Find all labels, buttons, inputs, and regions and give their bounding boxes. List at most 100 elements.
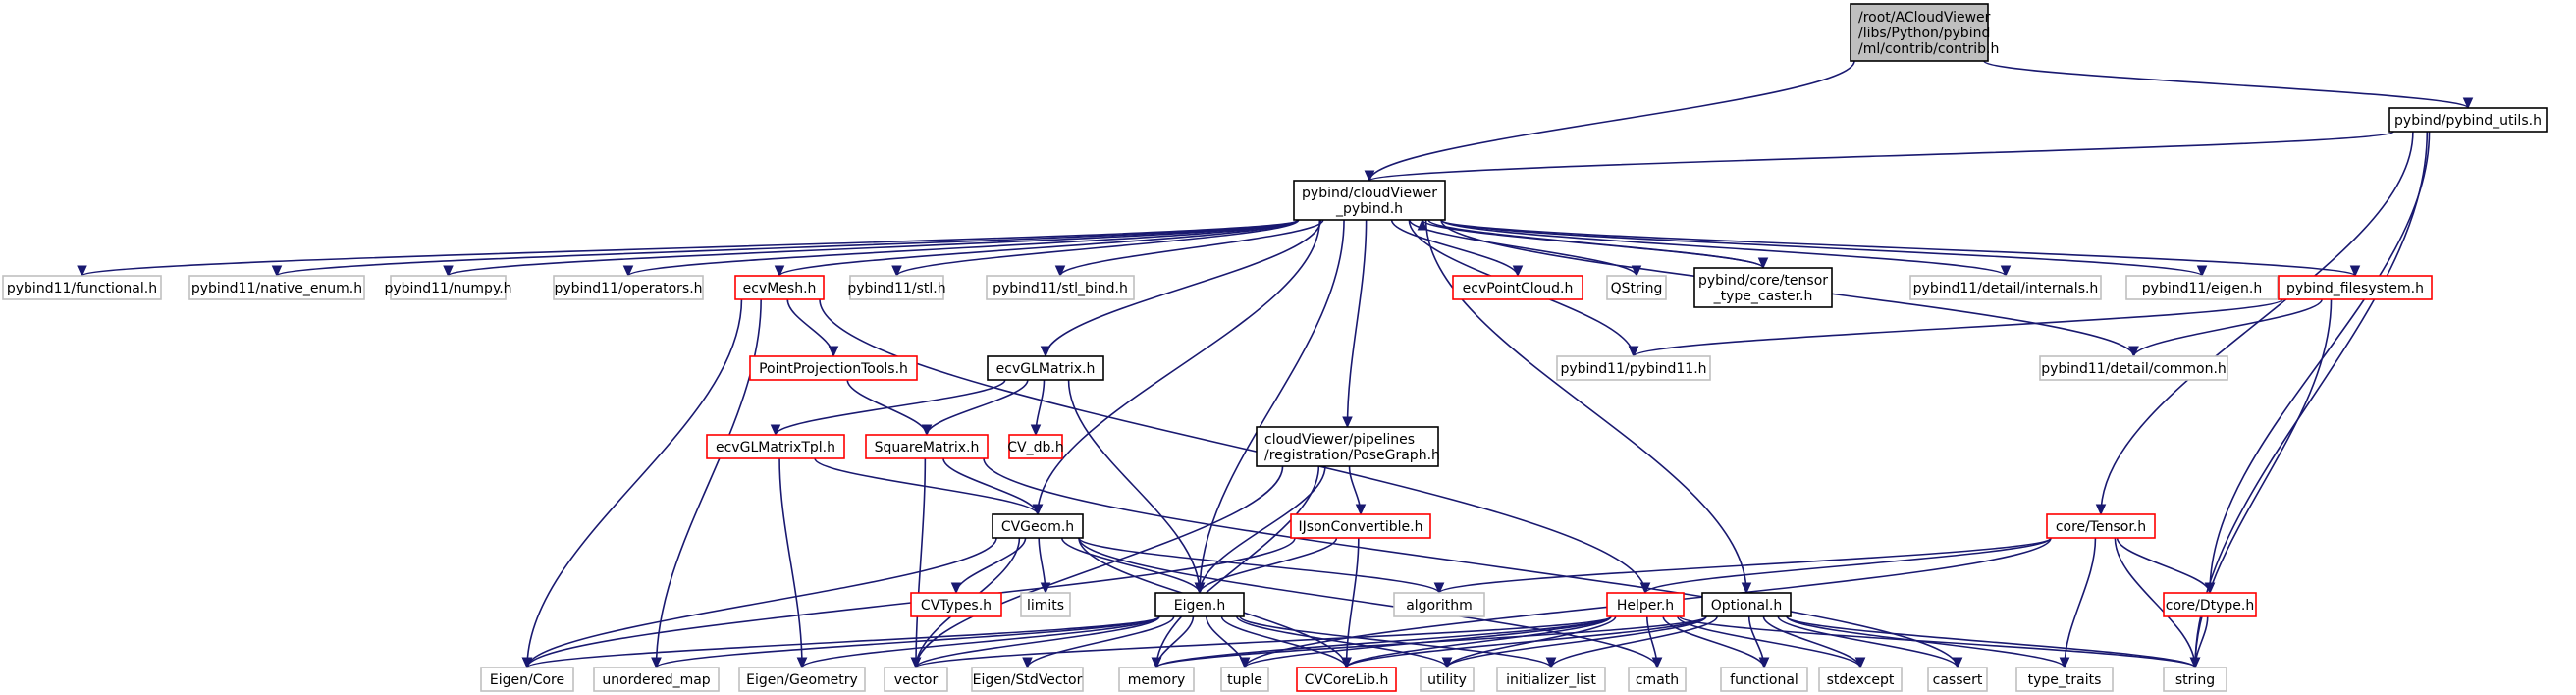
node-pointproj[interactable]: PointProjectionTools.h xyxy=(749,355,918,381)
node-box xyxy=(2039,355,2228,381)
node-eigenstdvector[interactable]: Eigen/StdVector xyxy=(971,667,1084,692)
node-ecvmesh[interactable]: ecvMesh.h xyxy=(734,275,825,300)
node-pb-operators[interactable]: pybind11/operators.h xyxy=(553,275,704,300)
node-label: core/Tensor.h xyxy=(2056,519,2146,535)
node-pybind-utils[interactable]: pybind/pybind_utils.h xyxy=(2388,107,2548,133)
edge-cv_pybind-to-ecvMesh xyxy=(778,219,1299,277)
arrowhead-icon xyxy=(1628,346,1639,358)
node-vector[interactable]: vector xyxy=(884,667,948,692)
node-ecvglmatrixtpl[interactable]: ecvGLMatrixTpl.h xyxy=(706,434,845,459)
node-memory[interactable]: memory xyxy=(1118,667,1195,692)
arrowhead-icon xyxy=(2189,657,2201,669)
node-posegraph[interactable]: cloudViewer/pipelines/registration/PoseG… xyxy=(1256,426,1440,467)
node-cmath[interactable]: cmath xyxy=(1628,667,1687,692)
arrowhead-icon xyxy=(2128,346,2139,358)
edge-EigenH-to-utility xyxy=(1236,615,1448,668)
node-box xyxy=(738,667,866,692)
node-tuple[interactable]: tuple xyxy=(1220,667,1269,692)
edge-EigenH-to-CVCoreLib xyxy=(1220,615,1348,668)
node-box xyxy=(2278,275,2433,300)
node-pybind-fs[interactable]: pybind_filesystem.h xyxy=(2278,275,2433,300)
node-pb-functional[interactable]: pybind11/functional.h xyxy=(2,275,162,300)
node-eigencore[interactable]: Eigen/Core xyxy=(480,667,574,692)
node-label: CVGeom.h xyxy=(1001,519,1074,535)
node-pb-numpy[interactable]: pybind11/numpy.h xyxy=(384,275,512,300)
node-initializer-list[interactable]: initializer_list xyxy=(1496,667,1606,692)
node-box xyxy=(2046,513,2156,539)
node-string[interactable]: string xyxy=(2163,667,2227,692)
node-tensor-caster[interactable]: pybind/core/tensor_type_caster.h xyxy=(1693,267,1833,308)
node-pb-pybind11[interactable]: pybind11/pybind11.h xyxy=(1556,355,1711,381)
node-optional[interactable]: Optional.h xyxy=(1701,592,1792,617)
node-pb-eigen[interactable]: pybind11/eigen.h xyxy=(2125,275,2279,300)
arrowhead-icon xyxy=(921,424,933,437)
node-box xyxy=(2,275,162,300)
node-utility[interactable]: utility xyxy=(1420,667,1475,692)
node-algorithm[interactable]: algorithm xyxy=(1393,592,1485,617)
edge-Optional-to-memory xyxy=(1155,615,1707,668)
node-cv-db[interactable]: CV_db.h xyxy=(1007,434,1064,459)
node-pb-native-enum[interactable]: pybind11/native_enum.h xyxy=(188,275,365,300)
edge-IJson-to-CVCoreLib xyxy=(1345,537,1360,668)
node-ecvglmatrix[interactable]: ecvGLMatrix.h xyxy=(987,355,1104,381)
node-label: pybind11/detail/internals.h xyxy=(1913,281,2099,296)
node-stdexcept[interactable]: stdexcept xyxy=(1818,667,1903,692)
node-eigenh[interactable]: Eigen.h xyxy=(1154,592,1245,617)
node-label: ecvPointCloud.h xyxy=(1463,281,1574,296)
edge-pybind_utils-to-Dtype xyxy=(2209,131,2431,594)
node-label: initializer_list xyxy=(1506,672,1596,688)
node-ecvpointcloud[interactable]: ecvPointCloud.h xyxy=(1452,275,1583,300)
edge-tensor_caster-to-cv_pybind xyxy=(1422,219,1764,269)
node-pb-common[interactable]: pybind11/detail/common.h xyxy=(2039,355,2228,381)
node-box xyxy=(1693,267,1833,308)
node-label: stdexcept xyxy=(1827,672,1895,688)
node-type-traits[interactable]: type_traits xyxy=(2015,667,2114,692)
node-label: pybind11/stl_bind.h xyxy=(993,281,1128,296)
node-qstring[interactable]: QString xyxy=(1606,275,1667,300)
node-box xyxy=(1420,667,1475,692)
arrowhead-icon xyxy=(1651,657,1663,669)
node-unordered-map[interactable]: unordered_map xyxy=(593,667,720,692)
node-limits[interactable]: limits xyxy=(1020,592,1071,617)
node-pb-stl[interactable]: pybind11/stl.h xyxy=(847,275,946,300)
arrowhead-icon xyxy=(443,265,454,278)
node-squarematrix[interactable]: SquareMatrix.h xyxy=(865,434,989,459)
node-box xyxy=(1606,275,1667,300)
node-pb-stl-bind[interactable]: pybind11/stl_bind.h xyxy=(986,275,1135,300)
node-functional[interactable]: functional xyxy=(1720,667,1808,692)
arrowhead-icon xyxy=(1342,416,1353,429)
node-helper[interactable]: Helper.h xyxy=(1606,592,1685,617)
arrowhead-icon xyxy=(1355,504,1367,516)
edge-Optional-to-cassert xyxy=(1777,615,1959,668)
node-dtype[interactable]: core/Dtype.h xyxy=(2163,592,2257,617)
node-cv-pybind[interactable]: pybind/cloudViewer_pybind.h xyxy=(1293,180,1446,221)
arrowhead-icon xyxy=(1639,582,1651,595)
arrowhead-icon xyxy=(2349,265,2361,278)
arrowhead-icon xyxy=(2196,265,2208,278)
node-box xyxy=(849,275,944,300)
node-ijson[interactable]: IJsonConvertible.h xyxy=(1290,513,1431,539)
node-root[interactable]: /root/ACloudViewer/libs/Python/pybind/ml… xyxy=(1850,3,1999,62)
node-cvtypes[interactable]: CVTypes.h xyxy=(910,592,1002,617)
node-label: pybind/cloudViewer xyxy=(1302,186,1437,201)
node-pb-internals[interactable]: pybind11/detail/internals.h xyxy=(1909,275,2102,300)
node-eigengeometry[interactable]: Eigen/Geometry xyxy=(738,667,866,692)
arrowhead-icon xyxy=(1433,582,1445,595)
arrowhead-icon xyxy=(1040,346,1051,358)
node-cassert[interactable]: cassert xyxy=(1927,667,1988,692)
arrowhead-icon xyxy=(1032,504,1044,516)
edge-EigenH-to-vector xyxy=(915,615,1160,668)
node-label: pybind11/eigen.h xyxy=(2142,281,2262,296)
arrowhead-icon xyxy=(1441,657,1453,669)
node-cvgeom[interactable]: CVGeom.h xyxy=(992,513,1084,539)
edge-Helper-to-vector xyxy=(915,615,1612,668)
node-label: cloudViewer/pipelines xyxy=(1264,432,1415,448)
edge-EigenH-to-EigenCore xyxy=(526,615,1160,668)
node-tensor[interactable]: core/Tensor.h xyxy=(2046,513,2156,539)
arrowhead-icon xyxy=(910,657,922,669)
node-box xyxy=(1556,355,1711,381)
node-label: pybind11/pybind11.h xyxy=(1560,361,1706,377)
node-box xyxy=(987,355,1104,381)
node-cvcorelib[interactable]: CVCoreLib.h xyxy=(1296,667,1397,692)
arrowhead-icon xyxy=(1054,265,1066,278)
